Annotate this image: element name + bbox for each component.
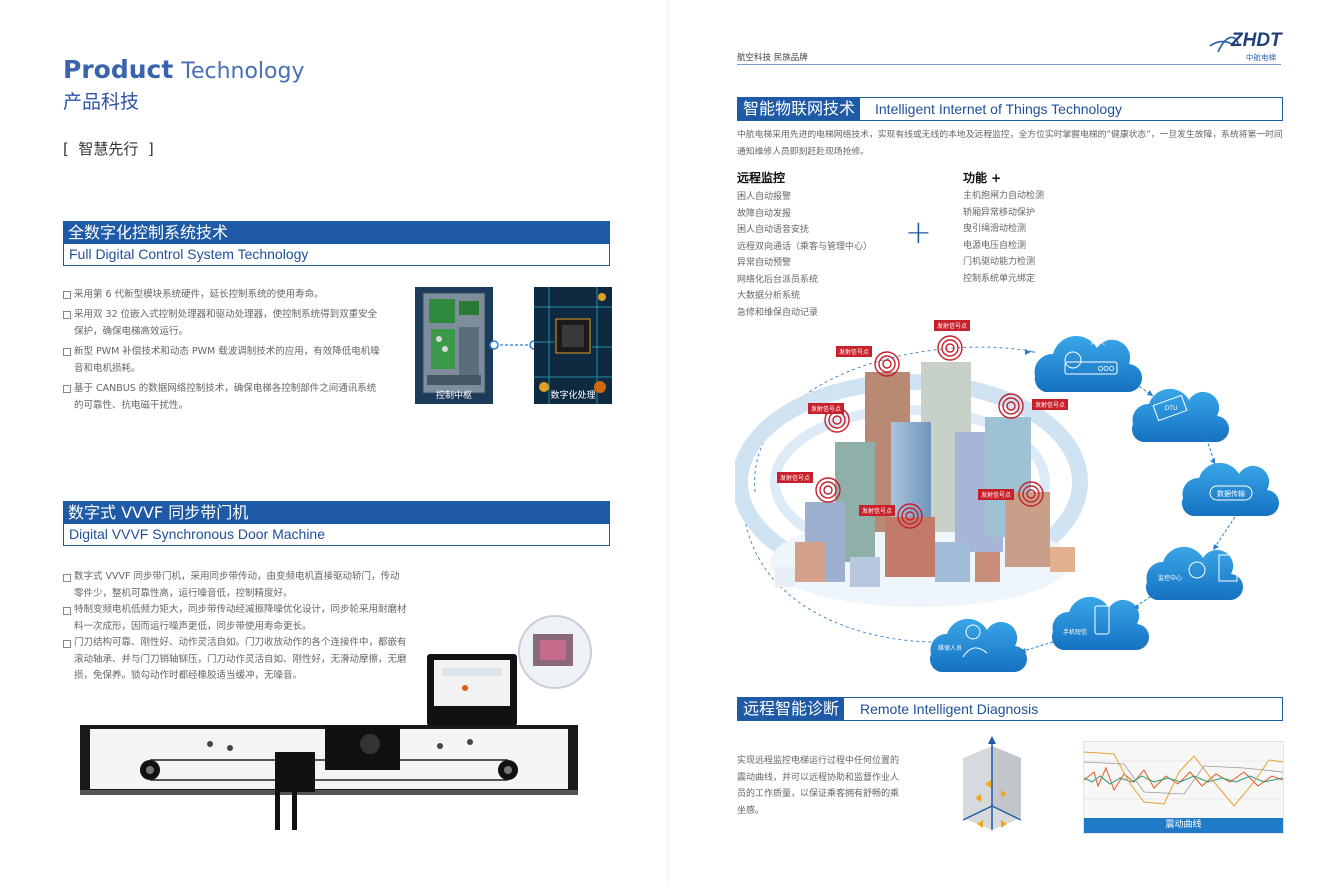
- cloud-label: 手机短信: [1063, 628, 1087, 636]
- zhdt-logo: ZHDT 中航电梯: [1208, 30, 1282, 64]
- checkbox-bullet-icon: [63, 640, 71, 648]
- cloud-dtu: DTU: [1131, 388, 1230, 443]
- section-title-en: Full Digital Control System Technology: [63, 244, 610, 266]
- cloud-label: 数据传输: [1217, 489, 1245, 498]
- plus-icon: +: [905, 213, 932, 251]
- signal-tags: [777, 320, 1068, 516]
- arrow-heads: [1020, 349, 1219, 653]
- list-item: 急修和维保自动记录: [737, 307, 819, 318]
- list-body: 困人自动报警 故障自动发报 困人自动语音安抚 远程双向通话（乘客与管理中心） 异…: [737, 189, 907, 321]
- iot-network-diagram: 发射信号点 发射信号点 发射信号点 发射信号点 发射信号点 发射信号点 发射信号…: [735, 320, 1280, 673]
- cloud-label: 监控中心: [1158, 574, 1182, 582]
- section-header-door-machine: 数字式 VVVF 同步带门机 Digital VVVF Synchronous …: [63, 501, 610, 546]
- list-item: 网络化后台派员系统: [737, 274, 819, 285]
- page-divider: [667, 0, 668, 886]
- signal-tag-label: 发射信号点: [780, 474, 810, 482]
- bullet-item: 新型 PWM 补偿技术和动态 PWM 载波调制技术的应用，有效降低电机噪音和电机…: [63, 343, 383, 377]
- remote-monitoring-list: 远程监控 困人自动报警 故障自动发报 困人自动语音安抚 远程双向通话（乘客与管理…: [737, 169, 907, 321]
- curve-caption: 震动曲线: [1084, 818, 1283, 833]
- list-item: 控制系统单元绑定: [963, 273, 1036, 284]
- header-rule: [737, 64, 1281, 65]
- cloud-monitor-center: 监控中心: [1145, 546, 1244, 601]
- list-item: 门机驱动能力检测: [963, 257, 1036, 267]
- diagnosis-description: 实现远程监控电梯运行过程中任何位置的震动曲线，并可以远程协助和监督作业人员的工作…: [737, 756, 900, 816]
- city-buildings: [775, 362, 1075, 587]
- checkbox-bullet-icon: [63, 574, 71, 582]
- signal-tag-label: 发射信号点: [937, 322, 967, 330]
- signal-tag-label: 发射信号点: [1035, 401, 1065, 409]
- checkbox-bullet-icon: [63, 348, 71, 356]
- cloud-maintenance-staff: 维保人员: [929, 618, 1028, 673]
- list-heading: 功能 +: [963, 171, 1002, 185]
- list-item: 故障自动发报: [737, 208, 792, 219]
- bullet-item: 采用第 6 代新型模块系统硬件，延长控制系统的使用寿命。: [63, 286, 383, 303]
- controller-cabinet-photo: 控制中枢: [415, 287, 493, 404]
- cloud-data-transfer: 数据传输: [1181, 462, 1280, 517]
- slogan: [ 智慧先行 ]: [63, 140, 154, 158]
- vibration-curve-panel: 震动曲线: [1083, 741, 1284, 834]
- cloud-label: 维保人员: [938, 644, 962, 652]
- page-title: Product Technology: [63, 55, 305, 84]
- controller-cabinet-illustration: [415, 287, 493, 404]
- list-heading: 远程监控: [737, 171, 786, 185]
- bullet-item: 特制变频电机低频力矩大，同步带传动经减振降噪优化设计，同步轮采用耐磨材料一次成形…: [63, 602, 408, 635]
- signal-tag-label: 发射信号点: [839, 348, 869, 356]
- list-item: 主机抱闸力自动检测: [963, 191, 1045, 201]
- section-title-cn: 远程智能诊断: [738, 698, 845, 720]
- section-header-iot: 智能物联网技术 Intelligent Internet of Things T…: [737, 97, 1283, 121]
- gateway-dots: OOO: [1098, 365, 1115, 373]
- checkbox-bullet-icon: [63, 291, 71, 299]
- brand-tagline: 航空科技 民族品牌: [737, 53, 808, 63]
- zhdt-logo-icon: [1209, 36, 1239, 53]
- section-header-diagnosis: 远程智能诊断 Remote Intelligent Diagnosis: [737, 697, 1283, 721]
- checkbox-bullet-icon: [63, 311, 71, 319]
- list-item: 轿厢异常移动保护: [963, 207, 1036, 218]
- door-machine-bullets: 数字式 VVVF 同步带门机，采用同步带传动，由变频电机直接驱动轿门，传动零件少…: [63, 569, 408, 685]
- list-item: 电源电压自检测: [963, 240, 1027, 251]
- list-item: 困人自动报警: [737, 192, 792, 202]
- signal-tag-label: 发射信号点: [981, 491, 1011, 499]
- checkbox-bullet-icon: [63, 385, 71, 393]
- section-title-en: Intelligent Internet of Things Technolog…: [875, 101, 1122, 117]
- list-item: 困人自动语音安抚: [737, 225, 810, 235]
- section-title-en: Digital VVVF Synchronous Door Machine: [63, 524, 610, 546]
- cloud-label: 网关: [1091, 337, 1105, 346]
- logo-subtext: 中航电梯: [1246, 53, 1276, 62]
- logo-wordmark: ZHDT: [1231, 30, 1282, 51]
- control-bullets: 采用第 6 代新型模块系统硬件，延长控制系统的使用寿命。 采用双 32 位嵌入式…: [63, 286, 383, 417]
- list-body: 主机抱闸力自动检测 轿厢异常移动保护 曳引绳滑动检测 电源电压自检测 门机驱动能…: [963, 188, 1123, 287]
- bullet-item: 数字式 VVVF 同步带门机，采用同步带传动，由变频电机直接驱动轿门，传动零件少…: [63, 569, 408, 602]
- chip-photo: 数字化处理: [534, 287, 612, 404]
- list-item: 大数据分析系统: [737, 291, 801, 301]
- iot-description: 中航电梯采用先进的电梯网络技术，实现有线或无线的本地及远程监控，全方位实时掌握电…: [737, 130, 1283, 157]
- signal-tag-label: 发射信号点: [811, 405, 841, 413]
- section-title-cn: 数字式 VVVF 同步带门机: [63, 501, 610, 524]
- section-title-cn: 智能物联网技术: [738, 98, 861, 120]
- bullet-item: 基于 CANBUS 的数据网络控制技术，确保电梯各控制部件之间通讯系统的可靠性、…: [63, 380, 383, 414]
- section-title-cn: 全数字化控制系统技术: [63, 221, 610, 244]
- cloud-phone-sms: 手机短信: [1051, 596, 1150, 651]
- bullet-item: 采用双 32 位嵌入式控制处理器和驱动处理器，使控制系统得到双重安全保护，确保电…: [63, 306, 383, 340]
- vibration-axis-cube: [962, 736, 1022, 830]
- section-header-control: 全数字化控制系统技术 Full Digital Control System T…: [63, 221, 610, 266]
- cloud-gateway: 网关 OOO: [1034, 336, 1143, 393]
- door-machine-illustration: [80, 615, 592, 830]
- circuit-chip-illustration: [534, 287, 612, 404]
- bullet-item: 门刀结构可靠、刚性好、动作灵活自如。门刀收放动作的各个连接件中，都嵌有滚动轴承、…: [63, 635, 408, 685]
- page-title-cn: 产品科技: [63, 91, 140, 113]
- connector-line: [489, 340, 539, 350]
- signal-tag-label: 发射信号点: [862, 507, 892, 515]
- cloud-label: DTU: [1165, 405, 1178, 412]
- photo-caption: 数字化处理: [550, 391, 596, 401]
- list-item: 远程双向通话（乘客与管理中心）: [737, 241, 873, 252]
- section-title-en: Remote Intelligent Diagnosis: [860, 701, 1039, 717]
- photo-caption: 控制中枢: [435, 391, 472, 401]
- list-item: 曳引绳滑动检测: [963, 224, 1027, 234]
- vibration-curve-chart: [1083, 751, 1284, 807]
- list-item: 异常自动预警: [737, 258, 792, 268]
- checkbox-bullet-icon: [63, 607, 71, 615]
- function-list: 功能 + 主机抱闸力自动检测 轿厢异常移动保护 曳引绳滑动检测 电源电压自检测 …: [963, 169, 1123, 287]
